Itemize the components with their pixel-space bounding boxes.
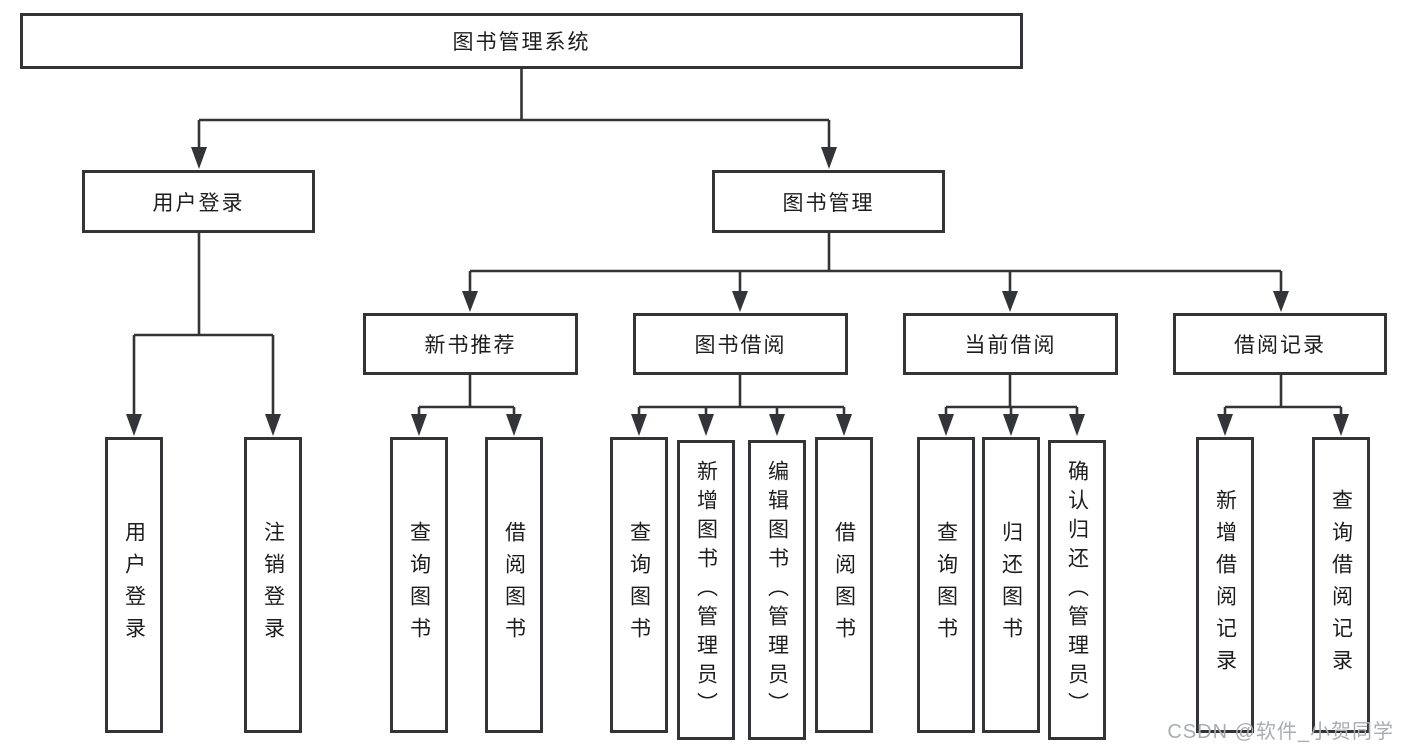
leaf-query-books-borrowing: 查询图书 — [610, 437, 668, 733]
leaf-confirm-return-admin: 确认归还（管理员） — [1048, 440, 1106, 740]
leaf-query-books-current-label: 查询图书 — [934, 521, 958, 649]
leaf-borrow-books-borrowing-label: 借阅图书 — [832, 521, 856, 649]
leaf-add-borrow-record: 新增借阅记录 — [1196, 437, 1254, 733]
node-book-borrowing: 图书借阅 — [633, 313, 848, 375]
node-root-label: 图书管理系统 — [452, 31, 591, 54]
node-book-management: 图书管理 — [712, 170, 945, 233]
leaf-return-book: 归还图书 — [982, 437, 1040, 733]
node-book-borrowing-label: 图书借阅 — [694, 334, 787, 357]
leaf-add-book-admin: 新增图书（管理员） — [677, 440, 735, 740]
leaf-query-borrow-record-label: 查询借阅记录 — [1329, 489, 1353, 681]
node-current-borrowing-label: 当前借阅 — [964, 334, 1057, 357]
node-current-borrowing: 当前借阅 — [903, 313, 1118, 375]
node-new-book-recommend-label: 新书推荐 — [424, 334, 517, 357]
leaf-borrow-books-recommend-label: 借阅图书 — [502, 521, 526, 649]
leaf-query-books-recommend-label: 查询图书 — [407, 521, 431, 649]
node-borrowing-records-label: 借阅记录 — [1234, 334, 1326, 357]
leaf-confirm-return-admin-label: 确认归还（管理员） — [1065, 459, 1089, 721]
node-user-login-label: 用户登录 — [152, 191, 245, 215]
leaf-return-book-label: 归还图书 — [999, 521, 1023, 649]
leaf-add-book-admin-label: 新增图书（管理员） — [694, 459, 718, 721]
node-root: 图书管理系统 — [20, 13, 1023, 69]
node-borrowing-records: 借阅记录 — [1173, 313, 1387, 375]
node-book-management-label: 图书管理 — [782, 191, 875, 215]
leaf-query-borrow-record: 查询借阅记录 — [1312, 437, 1370, 733]
node-new-book-recommend: 新书推荐 — [363, 313, 578, 375]
leaf-user-login: 用户登录 — [105, 437, 163, 733]
leaf-edit-book-admin-label: 编辑图书（管理员） — [765, 459, 789, 721]
leaf-edit-book-admin: 编辑图书（管理员） — [748, 440, 806, 740]
node-user-login: 用户登录 — [82, 170, 315, 233]
leaf-query-books-current: 查询图书 — [917, 437, 975, 733]
leaf-borrow-books-borrowing: 借阅图书 — [815, 437, 873, 733]
leaf-add-borrow-record-label: 新增借阅记录 — [1213, 489, 1237, 681]
leaf-query-books-recommend: 查询图书 — [390, 437, 448, 733]
leaf-user-login-label: 用户登录 — [122, 521, 146, 649]
leaf-borrow-books-recommend: 借阅图书 — [485, 437, 543, 733]
leaf-query-books-borrowing-label: 查询图书 — [627, 521, 651, 649]
leaf-logout: 注销登录 — [244, 437, 302, 733]
leaf-logout-label: 注销登录 — [261, 521, 285, 649]
watermark: CSDN @软件_小贺同学 — [1167, 721, 1394, 743]
